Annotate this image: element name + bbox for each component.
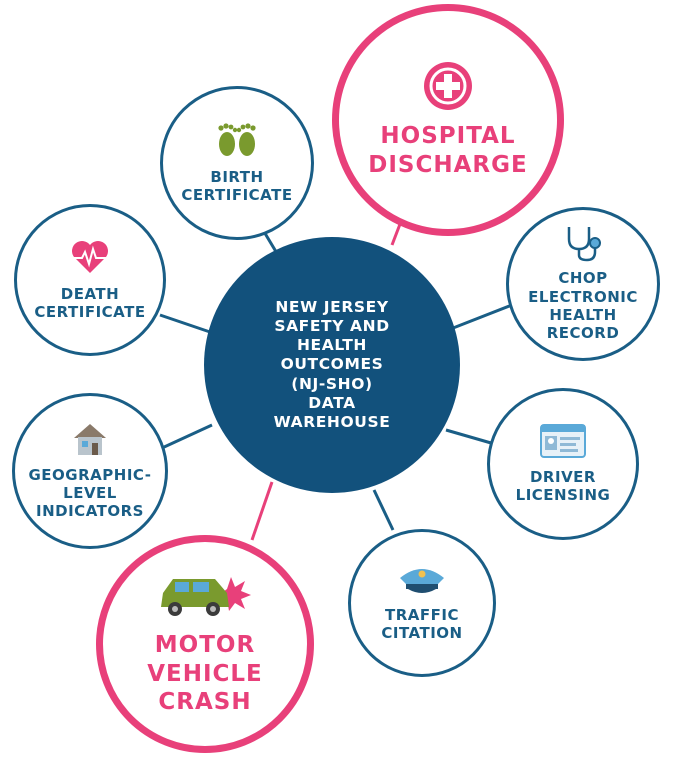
motor-vehicle-crash-label: MOTOR VEHICLE CRASH xyxy=(147,631,263,717)
car-crash-icon xyxy=(157,571,253,625)
node-driver-licensing: DRIVER LICENSING xyxy=(487,388,639,540)
label-line: BIRTH xyxy=(210,167,264,186)
label-line: INDICATORS xyxy=(36,502,144,521)
hub-line: DATA xyxy=(308,393,356,412)
label-line: TRAFFIC xyxy=(385,605,459,624)
label-line: CERTIFICATE xyxy=(181,186,293,204)
connector-geographic xyxy=(161,423,213,450)
label-line: MOTOR xyxy=(154,631,256,658)
connector-motor xyxy=(250,481,274,541)
hospital-discharge-label: HOSPITAL DISCHARGE xyxy=(368,122,527,180)
heart-pulse-icon xyxy=(70,239,110,279)
label-line: CRASH xyxy=(158,689,252,716)
hub-line: WAREHOUSE xyxy=(273,413,391,432)
label-line: HOSPITAL xyxy=(380,123,516,150)
connector-traffic xyxy=(372,489,395,531)
node-chop-ehr: CHOP ELECTRONIC HEALTH RECORD xyxy=(506,207,660,361)
connector-death xyxy=(159,313,211,334)
label-line: RECORD xyxy=(546,324,620,343)
node-geographic-indicators: GEOGRAPHIC- LEVEL INDICATORS xyxy=(12,393,168,549)
hub-line: OUTCOMES xyxy=(280,355,384,374)
nj-sho-data-warehouse-hub: NEW JERSEY SAFETY AND HEALTH OUTCOMES (N… xyxy=(204,237,460,493)
label-line: CHOP xyxy=(558,269,608,288)
hub-line: NEW JERSEY xyxy=(275,297,389,316)
hub-line: (NJ-SHO) xyxy=(291,374,373,393)
birth-certificate-label: BIRTH CERTIFICATE xyxy=(181,168,292,205)
death-certificate-label: DEATH CERTIFICATE xyxy=(34,285,145,322)
label-line: ELECTRONIC xyxy=(528,287,638,306)
police-cap-icon xyxy=(396,564,448,600)
chop-ehr-label: CHOP ELECTRONIC HEALTH RECORD xyxy=(528,269,638,342)
driver-licensing-label: DRIVER LICENSING xyxy=(516,468,611,505)
hub-line: HEALTH xyxy=(296,336,367,355)
geographic-indicators-label: GEOGRAPHIC- LEVEL INDICATORS xyxy=(29,466,152,521)
stethoscope-icon xyxy=(563,225,603,267)
traffic-citation-label: TRAFFIC CITATION xyxy=(381,606,462,643)
medical-cross-icon xyxy=(422,60,474,116)
node-death-certificate: DEATH CERTIFICATE xyxy=(14,204,166,356)
id-card-icon xyxy=(540,423,586,462)
label-line: DISCHARGE xyxy=(368,152,528,178)
node-birth-certificate: BIRTH CERTIFICATE xyxy=(160,86,314,240)
connector-chop xyxy=(447,303,513,332)
label-line: VEHICLE xyxy=(147,660,263,687)
node-traffic-citation: TRAFFIC CITATION xyxy=(348,529,496,677)
house-icon xyxy=(72,422,108,460)
label-line: CITATION xyxy=(381,624,463,642)
label-line: DRIVER xyxy=(529,467,596,486)
node-hospital-discharge: HOSPITAL DISCHARGE xyxy=(332,4,564,236)
label-line: LEVEL xyxy=(63,483,117,502)
label-line: GEOGRAPHIC- xyxy=(28,465,152,484)
hub-label: NEW JERSEY SAFETY AND HEALTH OUTCOMES (N… xyxy=(274,298,391,433)
label-line: CERTIFICATE xyxy=(34,303,146,321)
node-motor-vehicle-crash: MOTOR VEHICLE CRASH xyxy=(96,535,314,753)
label-line: DEATH xyxy=(60,284,120,303)
label-line: LICENSING xyxy=(515,486,611,504)
hub-line: SAFETY AND xyxy=(274,316,390,335)
label-line: HEALTH xyxy=(549,306,617,324)
footprints-icon xyxy=(214,122,260,162)
